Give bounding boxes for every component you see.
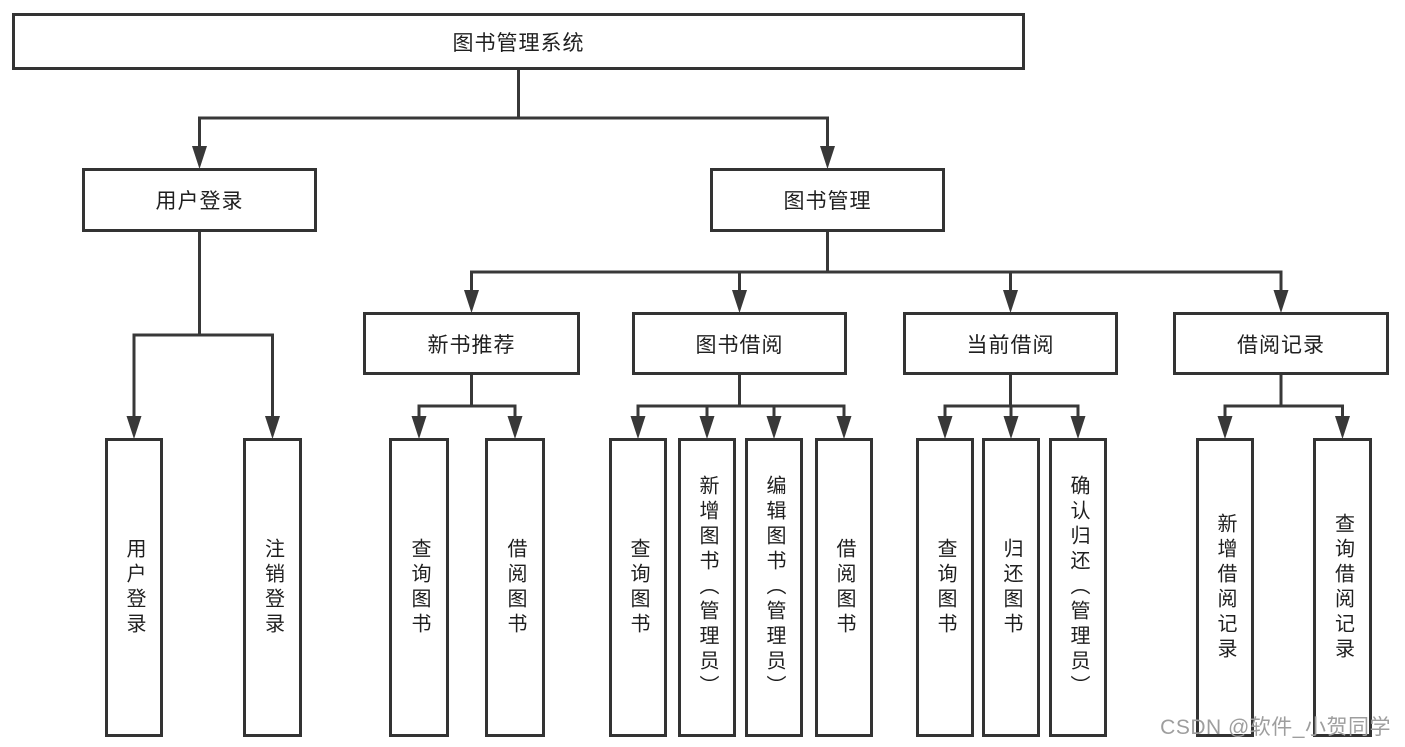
arrowhead (1217, 416, 1233, 439)
node-leaf-borrow-books-a: 借阅图书 (485, 438, 545, 737)
node-leaf-add-books: 新增图书（管理员） (678, 438, 736, 737)
node-leaf-return-books: 归还图书 (982, 438, 1040, 737)
node-label: 查询图书 (627, 537, 649, 638)
node-book-mgmt: 图书管理 (710, 168, 945, 232)
node-label: 图书借阅 (695, 333, 784, 357)
arrowhead (411, 416, 427, 439)
node-leaf-query-books-c: 查询图书 (916, 438, 974, 737)
arrowhead (766, 416, 782, 439)
node-label: 图书管理系统 (452, 31, 585, 55)
arrowhead (820, 146, 835, 169)
node-label: 编辑图书（管理员） (763, 475, 785, 700)
arrowhead (699, 416, 715, 439)
node-label: 归还图书 (1000, 537, 1022, 638)
arrowhead (1335, 416, 1350, 439)
node-label: 新增借阅记录 (1214, 512, 1236, 663)
node-book-borrow: 图书借阅 (632, 312, 847, 375)
arrowhead (1003, 416, 1019, 439)
node-leaf-confirm-return: 确认归还（管理员） (1049, 438, 1107, 737)
node-label: 注销登录 (261, 537, 284, 638)
arrowhead (836, 416, 852, 439)
node-leaf-edit-books: 编辑图书（管理员） (745, 438, 803, 737)
arrowhead (126, 416, 142, 439)
node-label: 查询图书 (934, 537, 956, 638)
node-label: 用户登录 (123, 537, 145, 638)
node-label: 确认归还（管理员） (1067, 475, 1089, 700)
node-label: 借阅图书 (833, 537, 855, 638)
node-leaf-add-borrow-record: 新增借阅记录 (1196, 438, 1254, 737)
arrowhead (937, 416, 953, 439)
node-label: 借阅记录 (1237, 333, 1325, 357)
arrowhead (507, 416, 523, 439)
node-leaf-query-books-a: 查询图书 (389, 438, 449, 737)
node-new-book-rec: 新书推荐 (363, 312, 580, 375)
arrowhead (265, 416, 280, 439)
node-borrow-records: 借阅记录 (1173, 312, 1389, 375)
node-label: 新书推荐 (427, 333, 516, 357)
node-label: 新增图书（管理员） (696, 475, 718, 700)
arrowhead (1070, 416, 1086, 439)
node-label: 借阅图书 (504, 537, 526, 638)
node-leaf-logout: 注销登录 (243, 438, 302, 737)
node-user-login: 用户登录 (82, 168, 317, 232)
node-leaf-query-books-b: 查询图书 (609, 438, 667, 737)
arrowhead (630, 416, 646, 439)
node-leaf-borrow-books-b: 借阅图书 (815, 438, 873, 737)
node-leaf-user-login: 用户登录 (105, 438, 163, 737)
node-label: 查询图书 (408, 537, 430, 638)
node-label: 图书管理 (783, 190, 872, 213)
node-root: 图书管理系统 (12, 13, 1025, 70)
arrowhead (732, 290, 747, 313)
arrowhead (1003, 290, 1018, 313)
node-current-borrow: 当前借阅 (903, 312, 1118, 375)
node-label: 查询借阅记录 (1331, 512, 1354, 663)
node-label: 当前借阅 (966, 333, 1055, 357)
node-label: 用户登录 (155, 190, 244, 213)
arrowhead (192, 146, 207, 169)
arrowhead (464, 290, 479, 313)
arrowhead (1273, 290, 1289, 313)
node-leaf-query-borrow-record: 查询借阅记录 (1313, 438, 1372, 737)
